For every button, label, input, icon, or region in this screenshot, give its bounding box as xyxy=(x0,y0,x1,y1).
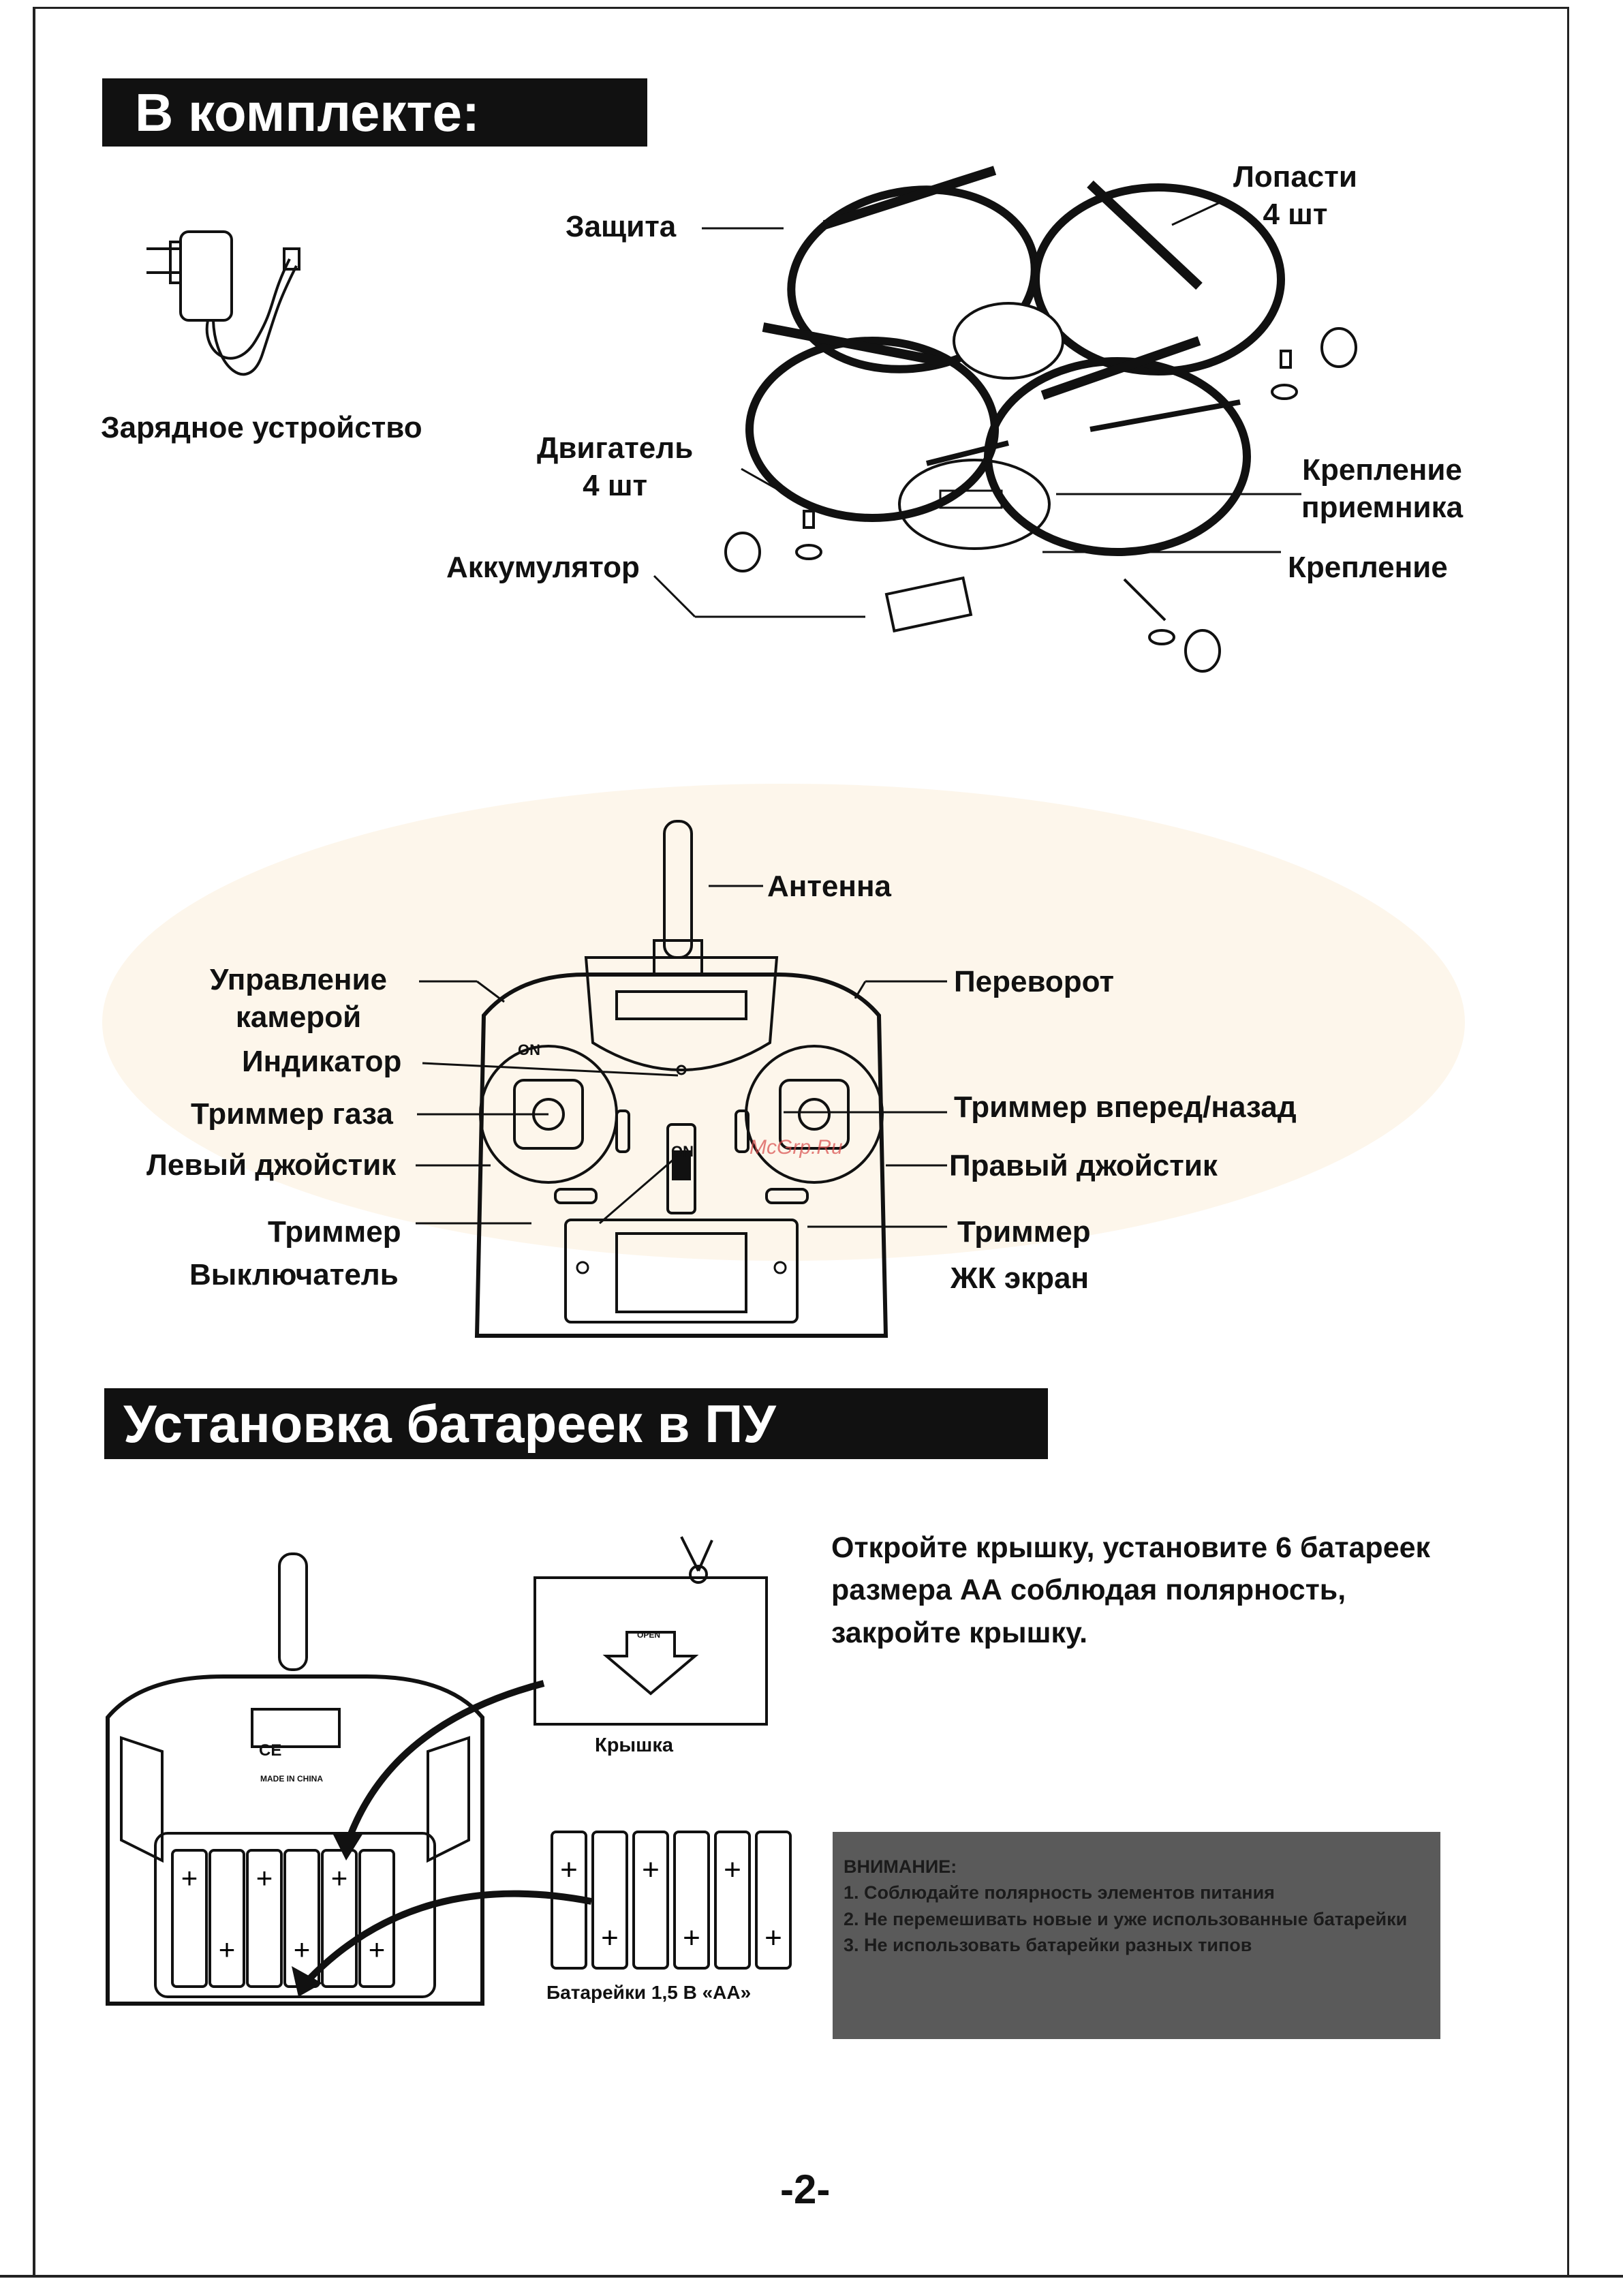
svg-text:+: + xyxy=(683,1921,700,1955)
indicator-label: Индикатор xyxy=(242,1045,402,1078)
background-watermark xyxy=(102,784,1465,1261)
svg-text:+: + xyxy=(764,1921,782,1955)
antenna-label: Антенна xyxy=(767,870,891,903)
remote-controller-illustration xyxy=(474,820,888,1338)
aa-batteries-illustration: + + + + + + xyxy=(551,1831,792,1970)
page-border-top xyxy=(33,7,1569,9)
right-trim-label: Триммер xyxy=(957,1215,1091,1249)
forward-back-trim-label: Триммер вперед/назад xyxy=(954,1090,1297,1124)
right-stick-label: Правый джойстик xyxy=(949,1149,1218,1182)
svg-text:+: + xyxy=(724,1853,741,1886)
warning-item: 2. Не перемешивать новые и уже использов… xyxy=(844,1908,1408,1929)
mount-label: Крепление xyxy=(1288,551,1448,584)
guard-label: Защита xyxy=(566,210,677,243)
cover-open-text: OPEN xyxy=(637,1630,661,1640)
battery-cover-illustration xyxy=(534,1536,768,1726)
cover-label: Крышка xyxy=(595,1734,673,1756)
left-stick-label: Левый джойстик xyxy=(146,1148,397,1182)
svg-text:+: + xyxy=(331,1862,348,1894)
charger-illustration xyxy=(146,230,300,376)
svg-text:+: + xyxy=(560,1853,578,1886)
camera-control-label: Управление камерой xyxy=(210,963,388,1034)
drone-leader-lines xyxy=(653,200,1301,618)
svg-text:+: + xyxy=(642,1853,660,1886)
switch-on-text-2: ON xyxy=(671,1143,694,1160)
flip-label: Переворот xyxy=(954,965,1114,998)
switch-on-text: ON xyxy=(518,1041,540,1058)
svg-text:+: + xyxy=(294,1933,311,1965)
motor-label: Двигатель 4 шт xyxy=(537,431,694,502)
power-switch-label: Выключатель xyxy=(189,1258,399,1291)
battery-instructions: Откройте крышку, установите 6 батареек р… xyxy=(831,1531,1431,1649)
page-border-right xyxy=(1567,7,1569,2276)
charger-label: Зарядное устройство xyxy=(101,411,422,444)
remote-back-illustration: + + + + + + xyxy=(106,1552,592,2006)
remote-leader-lines xyxy=(416,885,947,1228)
left-trim-label: Триммер xyxy=(268,1215,401,1249)
svg-text:+: + xyxy=(256,1862,273,1894)
svg-text:+: + xyxy=(601,1921,619,1955)
warning-item: 3. Не использовать батарейки разных типо… xyxy=(844,1934,1252,1955)
batteries-label: Батарейки 1,5 В «АА» xyxy=(546,1982,752,2003)
site-watermark: McGrp.Ru xyxy=(749,1136,843,1159)
lcd-label: ЖК экран xyxy=(950,1261,1089,1295)
battery-pack-label: Аккумулятор xyxy=(446,551,640,584)
blades-label: Лопасти 4 шт xyxy=(1233,160,1357,231)
warning-title: ВНИМАНИЕ: xyxy=(844,1856,957,1877)
battery-section-title: Установка батареек в ПУ xyxy=(104,1388,1048,1459)
svg-text:+: + xyxy=(369,1933,386,1965)
page-number: -2- xyxy=(780,2167,831,2212)
kit-section-title: В комплекте: xyxy=(102,78,647,147)
made-in-text: MADE IN CHINA xyxy=(260,1774,323,1784)
throttle-trim-label: Триммер газа xyxy=(191,1097,393,1131)
svg-text:+: + xyxy=(181,1862,198,1894)
ce-mark: CE xyxy=(259,1741,282,1760)
warning-item: 1. Соблюдайте полярность элементов питан… xyxy=(844,1882,1275,1903)
page-border-left xyxy=(33,7,35,2276)
warning-box: ВНИМАНИЕ: 1. Соблюдайте полярность элеме… xyxy=(833,1832,1440,2039)
svg-text:+: + xyxy=(219,1933,236,1965)
page-border-bottom xyxy=(0,2275,1623,2278)
receiver-mount-label: Крепление приемника xyxy=(1301,453,1464,524)
